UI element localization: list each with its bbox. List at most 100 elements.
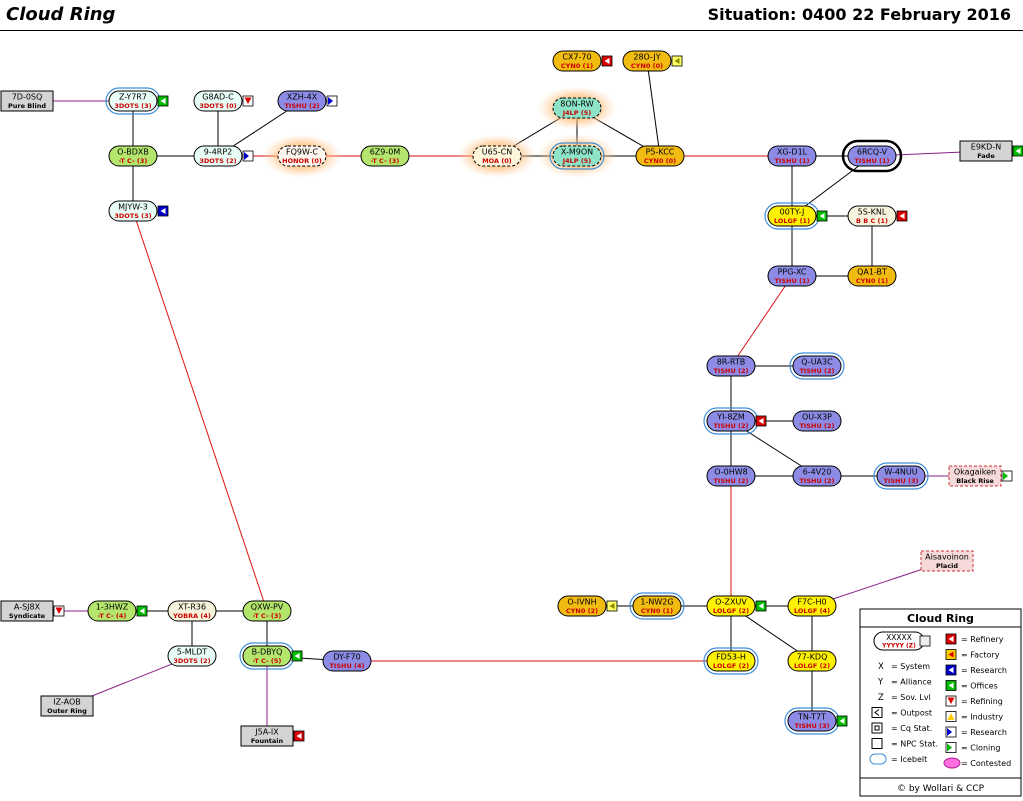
- system-pill: [108, 90, 158, 112]
- alliance-label: J4LP (5): [562, 109, 592, 117]
- system-1-3hwz[interactable]: 1-3HWZ-T C- (4): [87, 600, 148, 622]
- system-name: DY-F70: [333, 653, 360, 662]
- alliance-label: CYN0 (0): [631, 62, 663, 70]
- system-name: MJYW-3: [118, 203, 148, 212]
- icebelt-ring: [873, 462, 929, 490]
- system-name: 6RCQ-V: [857, 148, 888, 157]
- legend-right-label: = Research: [961, 728, 1007, 737]
- system-b-dbyq[interactable]: B-DBYQ-T C- (5): [239, 642, 303, 670]
- offices-icon: [816, 210, 828, 222]
- alliance-label: 3DOTS (2): [173, 657, 210, 665]
- alliance-label: 3DOTS (3): [114, 102, 151, 110]
- legend-title: Cloud Ring: [907, 612, 974, 625]
- system-pill: [792, 410, 842, 432]
- legend-left-label: = Alliance: [891, 678, 932, 687]
- contested-icon: [943, 757, 961, 769]
- offices-icon: [1012, 145, 1023, 157]
- alliance-label: TISHU (1): [855, 157, 890, 165]
- system-o-bdxb[interactable]: O-BDXB-T C- (3): [108, 145, 158, 167]
- refinery-icon: [601, 55, 613, 67]
- system-name: TN-T7T: [797, 713, 826, 722]
- system-pill: [193, 145, 243, 167]
- system-name: OU-X3P: [802, 413, 832, 422]
- icebelt-ring: [549, 142, 605, 170]
- current-system-ring: [841, 139, 903, 173]
- system-name: O-IVNH: [567, 598, 596, 607]
- system-name: P5-KCC: [646, 148, 675, 157]
- alliance-label: Placid: [936, 562, 958, 570]
- jump-28o-jy-p5-kcc: [646, 60, 661, 157]
- legend-credit: © by Wollari & CCP: [897, 784, 985, 794]
- system-pill: [108, 145, 158, 167]
- refinery-icon: [293, 730, 305, 742]
- legend-right-label: = Contested: [961, 759, 1011, 768]
- system-name: O-BDXB: [117, 148, 149, 157]
- system-pill: [277, 145, 327, 167]
- alliance-label: 3DOTS (3): [114, 212, 151, 220]
- region-exit-box: [0, 90, 54, 112]
- system-name: YI-8ZM: [716, 413, 745, 422]
- offices-icon: [291, 650, 303, 662]
- alliance-label: HONOR (0): [282, 157, 322, 165]
- system-pill: [242, 645, 292, 667]
- region-exit-box: [240, 725, 294, 747]
- system-pill: [767, 205, 817, 227]
- system-name: O-0HW8: [714, 468, 748, 477]
- alliance-label: B B C (1): [856, 217, 888, 225]
- legend-left-label: = NPC Stat.: [891, 740, 938, 749]
- system-pill: [767, 265, 817, 287]
- system-pill: [635, 145, 685, 167]
- system-name: Q-UA3C: [801, 358, 833, 367]
- alliance-label: Outer Ring: [47, 707, 87, 715]
- factory-icon: [945, 649, 957, 660]
- system-pill: [847, 265, 897, 287]
- system-name: Aisavoinon: [925, 553, 969, 562]
- system-qxw-pv[interactable]: QXW-PV-T C- (3): [242, 600, 292, 622]
- system-name: FD53-H: [716, 653, 746, 662]
- system-name: 7D-0SQ: [12, 93, 43, 102]
- system-6z9-0m[interactable]: 6Z9-0M-T C- (3): [360, 145, 410, 167]
